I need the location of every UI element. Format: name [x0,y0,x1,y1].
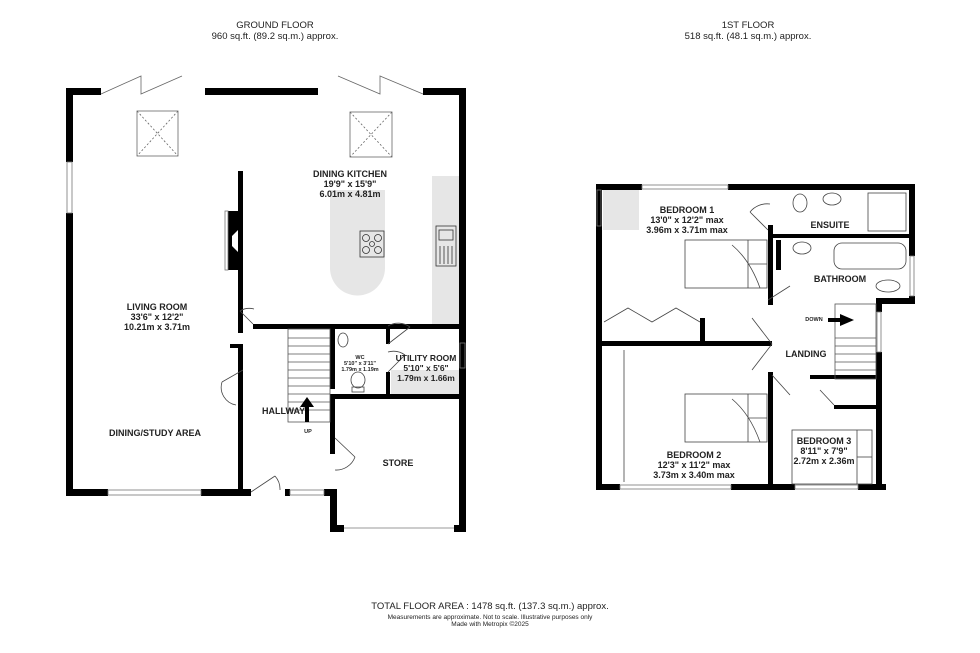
room-label-hallway: HALLWAY [262,406,306,416]
bed-icon [684,239,873,485]
ground-floor-title: GROUND FLOOR [236,20,314,31]
bifold-door-icon [100,75,424,95]
kitchen-worktop [432,176,459,326]
ground-floor-windows [66,161,466,529]
ground-floor-header: GROUND FLOOR 960 sq.ft. (89.2 sq.m.) app… [165,20,385,42]
room-label-bedroom-2: BEDROOM 2 12'3" x 11'2" max 3.73m x 3.40… [653,450,735,480]
credit-text: Made with Metropix ©2025 [451,621,529,628]
first-floor-door-swing-icon [749,203,835,406]
ground-floor-plan [66,75,466,532]
total-floor-area: TOTAL FLOOR AREA : 1478 sq.ft. (137.3 sq… [371,601,609,612]
utility-worktop [391,370,459,394]
room-label-dining-study-area: DINING/STUDY AREA [108,428,201,438]
first-floor-header: 1ST FLOOR 518 sq.ft. (48.1 sq.m.) approx… [638,20,858,42]
room-label-utility-room: UTILITY ROOM 5'10" x 5'6" 1.79m x 1.66m [395,353,457,383]
disclaimer-text: Measurements are approximate. Not to sca… [387,614,593,621]
first-floor-area: 518 sq.ft. (48.1 sq.m.) approx. [684,31,812,42]
room-label-store: STORE [382,458,414,468]
stair-up-label: UP [304,429,312,435]
landing-staircase [834,303,877,380]
room-label-bedroom-3: BEDROOM 3 8'11" x 7'9" 2.72m x 2.36m [793,436,855,466]
room-label-dining-kitchen: DINING KITCHEN 19'9" x 15'9" 6.01m x 4.8… [313,169,387,199]
ground-floor-area: 960 sq.ft. (89.2 sq.m.) approx. [211,31,339,42]
room-label-ensuite: ENSUITE [810,220,850,230]
hob-icon [359,230,385,258]
room-label-wc: WC 5'10" x 3'11" 1.79m x 1.19m [341,355,379,373]
door-swing-icon [220,308,411,493]
ground-floor-walls [66,88,466,532]
stair-up-arrow-icon [300,397,314,422]
wardrobe-icon [603,307,701,482]
room-label-living-room: LIVING ROOM 33'6" x 12'2" 10.21m x 3.71m [123,302,191,332]
kitchen-sink-icon [435,225,457,267]
first-floor-plan [596,184,915,490]
room-label-landing: LANDING [785,349,827,359]
bedroom1-cupboard [603,190,639,230]
room-label-bedroom-1: BEDROOM 1 13'0" x 12'2" max 3.96m x 3.71… [646,205,728,235]
skylight-icon [136,110,393,158]
wc-fittings [337,332,366,393]
stair-down-arrow-icon [828,314,854,326]
first-floor-windows [596,184,915,490]
first-floor-title: 1ST FLOOR [721,20,775,31]
kitchen-island [330,190,385,296]
stair-down-label: DOWN [805,317,823,323]
first-floor-walls [596,184,915,490]
bathroom-fittings [792,192,907,293]
room-label-bathroom: BATHROOM [813,274,867,284]
